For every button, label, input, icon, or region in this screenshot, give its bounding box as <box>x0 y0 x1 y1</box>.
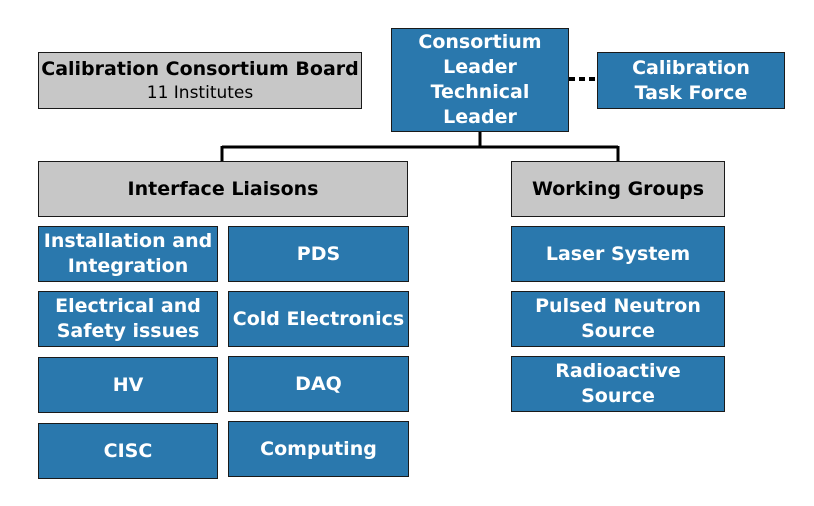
liaison-label: DAQ <box>295 372 342 395</box>
interface-header-label: Interface Liaisons <box>127 177 319 200</box>
liaison-daq: DAQ <box>228 356 409 412</box>
leader-line: Technical <box>430 81 530 103</box>
working-header-label: Working Groups <box>531 177 705 200</box>
board-title: Calibration Consortium Board <box>41 58 359 80</box>
liaison-cisc: CISC <box>38 423 218 479</box>
liaison-hv: HV <box>38 357 218 413</box>
liaison-label: Electrical and <box>55 295 201 317</box>
working-group-laser-system: Laser System <box>511 226 725 282</box>
liaison-label: Safety issues <box>56 320 200 342</box>
leader-line: Consortium <box>418 31 542 53</box>
working-group-label: Radioactive <box>555 360 681 382</box>
working-group-label: Source <box>581 320 655 342</box>
liaison-cold-electronics: Cold Electronics <box>228 291 409 347</box>
leader-line: Leader <box>443 56 517 78</box>
board-subtitle: 11 Institutes <box>146 83 254 103</box>
working-group-label: Pulsed Neutron <box>535 295 701 317</box>
working-group-radioactive-source: Radioactive Source <box>511 356 725 412</box>
liaison-pds: PDS <box>228 226 409 282</box>
working-group-label: Source <box>581 385 655 407</box>
liaison-label: Integration <box>67 255 189 277</box>
liaison-installation-integration: Installation and Integration <box>38 226 218 282</box>
working-group-pulsed-neutron-source: Pulsed Neutron Source <box>511 291 725 347</box>
task-force-line: Task Force <box>634 81 748 104</box>
liaison-label: Installation and <box>43 230 213 252</box>
working-group-label: Laser System <box>545 242 691 265</box>
working-groups-header: Working Groups <box>511 161 725 217</box>
liaison-label: Computing <box>260 437 377 460</box>
liaison-label: Cold Electronics <box>232 307 405 330</box>
liaison-label: PDS <box>296 242 341 265</box>
consortium-leader-box: Consortium Leader Technical Leader <box>391 28 569 132</box>
consortium-board-box: Calibration Consortium Board 11 Institut… <box>38 52 362 109</box>
liaison-computing: Computing <box>228 421 409 477</box>
liaison-label: CISC <box>103 439 153 462</box>
leader-line: Leader <box>443 106 517 128</box>
task-force-line: Calibration <box>632 56 750 79</box>
liaison-electrical-safety: Electrical and Safety issues <box>38 291 218 347</box>
liaison-label: HV <box>112 373 144 396</box>
interface-liaisons-header: Interface Liaisons <box>38 161 408 217</box>
task-force-box: Calibration Task Force <box>597 52 785 109</box>
